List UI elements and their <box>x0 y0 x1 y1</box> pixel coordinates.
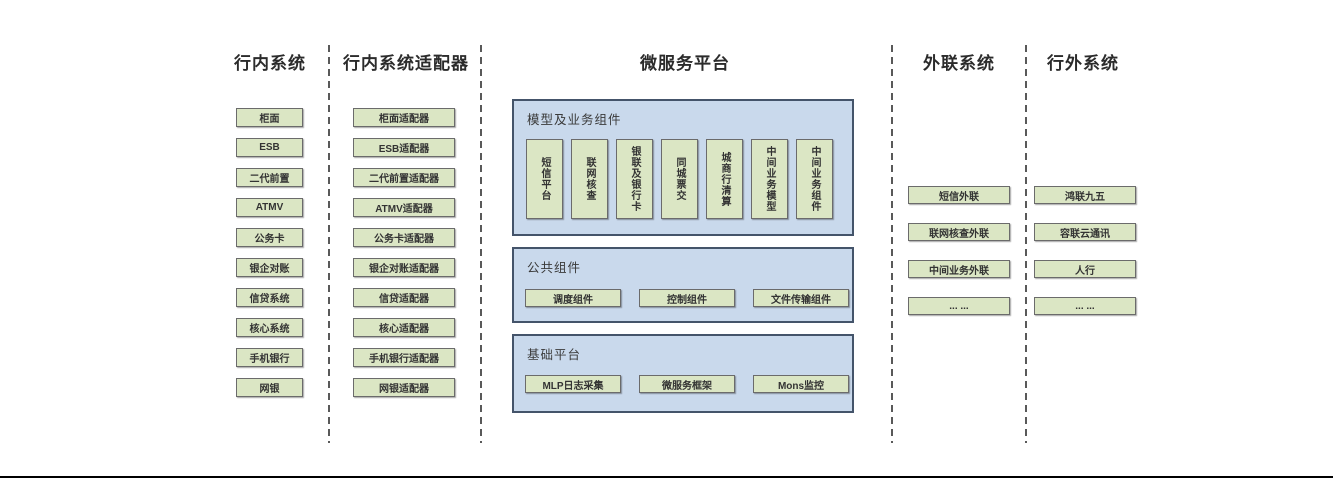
component-box: 调度组件 <box>525 289 621 307</box>
header-internal-systems: 行内系统 <box>234 54 306 73</box>
system-box: 网银 <box>236 378 303 397</box>
panel-title: 模型及业务组件 <box>527 113 622 127</box>
system-box: 手机银行 <box>236 348 303 367</box>
component-box: 控制组件 <box>639 289 735 307</box>
column-separator <box>1025 45 1027 443</box>
component-box: 短信平台 <box>526 139 563 219</box>
component-box: 文件传输组件 <box>753 289 849 307</box>
adapter-box: 核心适配器 <box>353 318 455 337</box>
system-box: ... ... <box>1034 297 1136 315</box>
component-row: MLP日志采集 微服务框架 Mons监控 <box>525 375 849 393</box>
adapter-box: ESB适配器 <box>353 138 455 157</box>
component-box: MLP日志采集 <box>525 375 621 393</box>
panel-model-business-components: 模型及业务组件 短信平台 联网核查 银联及银行卡 同城票交 城商行清算 中间业务… <box>512 99 854 236</box>
panel-title: 公共组件 <box>527 261 582 275</box>
system-box: 银企对账 <box>236 258 303 277</box>
system-box: 中间业务外联 <box>908 260 1010 278</box>
adapter-box: 二代前置适配器 <box>353 168 455 187</box>
adapter-box: 网银适配器 <box>353 378 455 397</box>
component-box: 微服务框架 <box>639 375 735 393</box>
header-microservice-platform: 微服务平台 <box>640 54 730 73</box>
outreach-systems-column: 短信外联 联网核查外联 中间业务外联 ... ... <box>908 186 1010 334</box>
column-separator <box>328 45 330 443</box>
component-box: 中间业务模型 <box>751 139 788 219</box>
adapter-box: 手机银行适配器 <box>353 348 455 367</box>
component-box: 银联及银行卡 <box>616 139 653 219</box>
internal-adapters-column: 柜面适配器 ESB适配器 二代前置适配器 ATMV适配器 公务卡适配器 银企对账… <box>353 108 455 408</box>
column-separator <box>480 45 482 443</box>
adapter-box: 柜面适配器 <box>353 108 455 127</box>
adapter-box: 信贷适配器 <box>353 288 455 307</box>
system-box: ATMV <box>236 198 303 217</box>
system-box: 信贷系统 <box>236 288 303 307</box>
component-box: 联网核查 <box>571 139 608 219</box>
system-box: 核心系统 <box>236 318 303 337</box>
adapter-box: ATMV适配器 <box>353 198 455 217</box>
system-box: 柜面 <box>236 108 303 127</box>
component-box: 中间业务组件 <box>796 139 833 219</box>
component-box: 同城票交 <box>661 139 698 219</box>
component-row: 调度组件 控制组件 文件传输组件 <box>525 289 849 307</box>
system-box: 容联云通讯 <box>1034 223 1136 241</box>
bottom-border-line <box>0 476 1333 478</box>
component-box: Mons监控 <box>753 375 849 393</box>
vertical-component-row: 短信平台 联网核查 银联及银行卡 同城票交 城商行清算 中间业务模型 中间业务组… <box>526 139 833 219</box>
header-internal-adapters: 行内系统适配器 <box>343 54 469 73</box>
panel-base-platform: 基础平台 MLP日志采集 微服务框架 Mons监控 <box>512 334 854 413</box>
header-external-systems: 行外系统 <box>1047 54 1119 73</box>
internal-systems-column: 柜面 ESB 二代前置 ATMV 公务卡 银企对账 信贷系统 核心系统 手机银行… <box>236 108 303 408</box>
system-box: ... ... <box>908 297 1010 315</box>
system-box: 二代前置 <box>236 168 303 187</box>
component-box: 城商行清算 <box>706 139 743 219</box>
system-box: 鸿联九五 <box>1034 186 1136 204</box>
system-box: 公务卡 <box>236 228 303 247</box>
adapter-box: 公务卡适配器 <box>353 228 455 247</box>
system-box: 联网核查外联 <box>908 223 1010 241</box>
column-separator <box>891 45 893 443</box>
adapter-box: 银企对账适配器 <box>353 258 455 277</box>
header-outreach-systems: 外联系统 <box>923 54 995 73</box>
panel-title: 基础平台 <box>527 348 582 362</box>
system-box: 短信外联 <box>908 186 1010 204</box>
external-systems-column: 鸿联九五 容联云通讯 人行 ... ... <box>1034 186 1136 334</box>
system-box: 人行 <box>1034 260 1136 278</box>
system-box: ESB <box>236 138 303 157</box>
panel-common-components: 公共组件 调度组件 控制组件 文件传输组件 <box>512 247 854 323</box>
